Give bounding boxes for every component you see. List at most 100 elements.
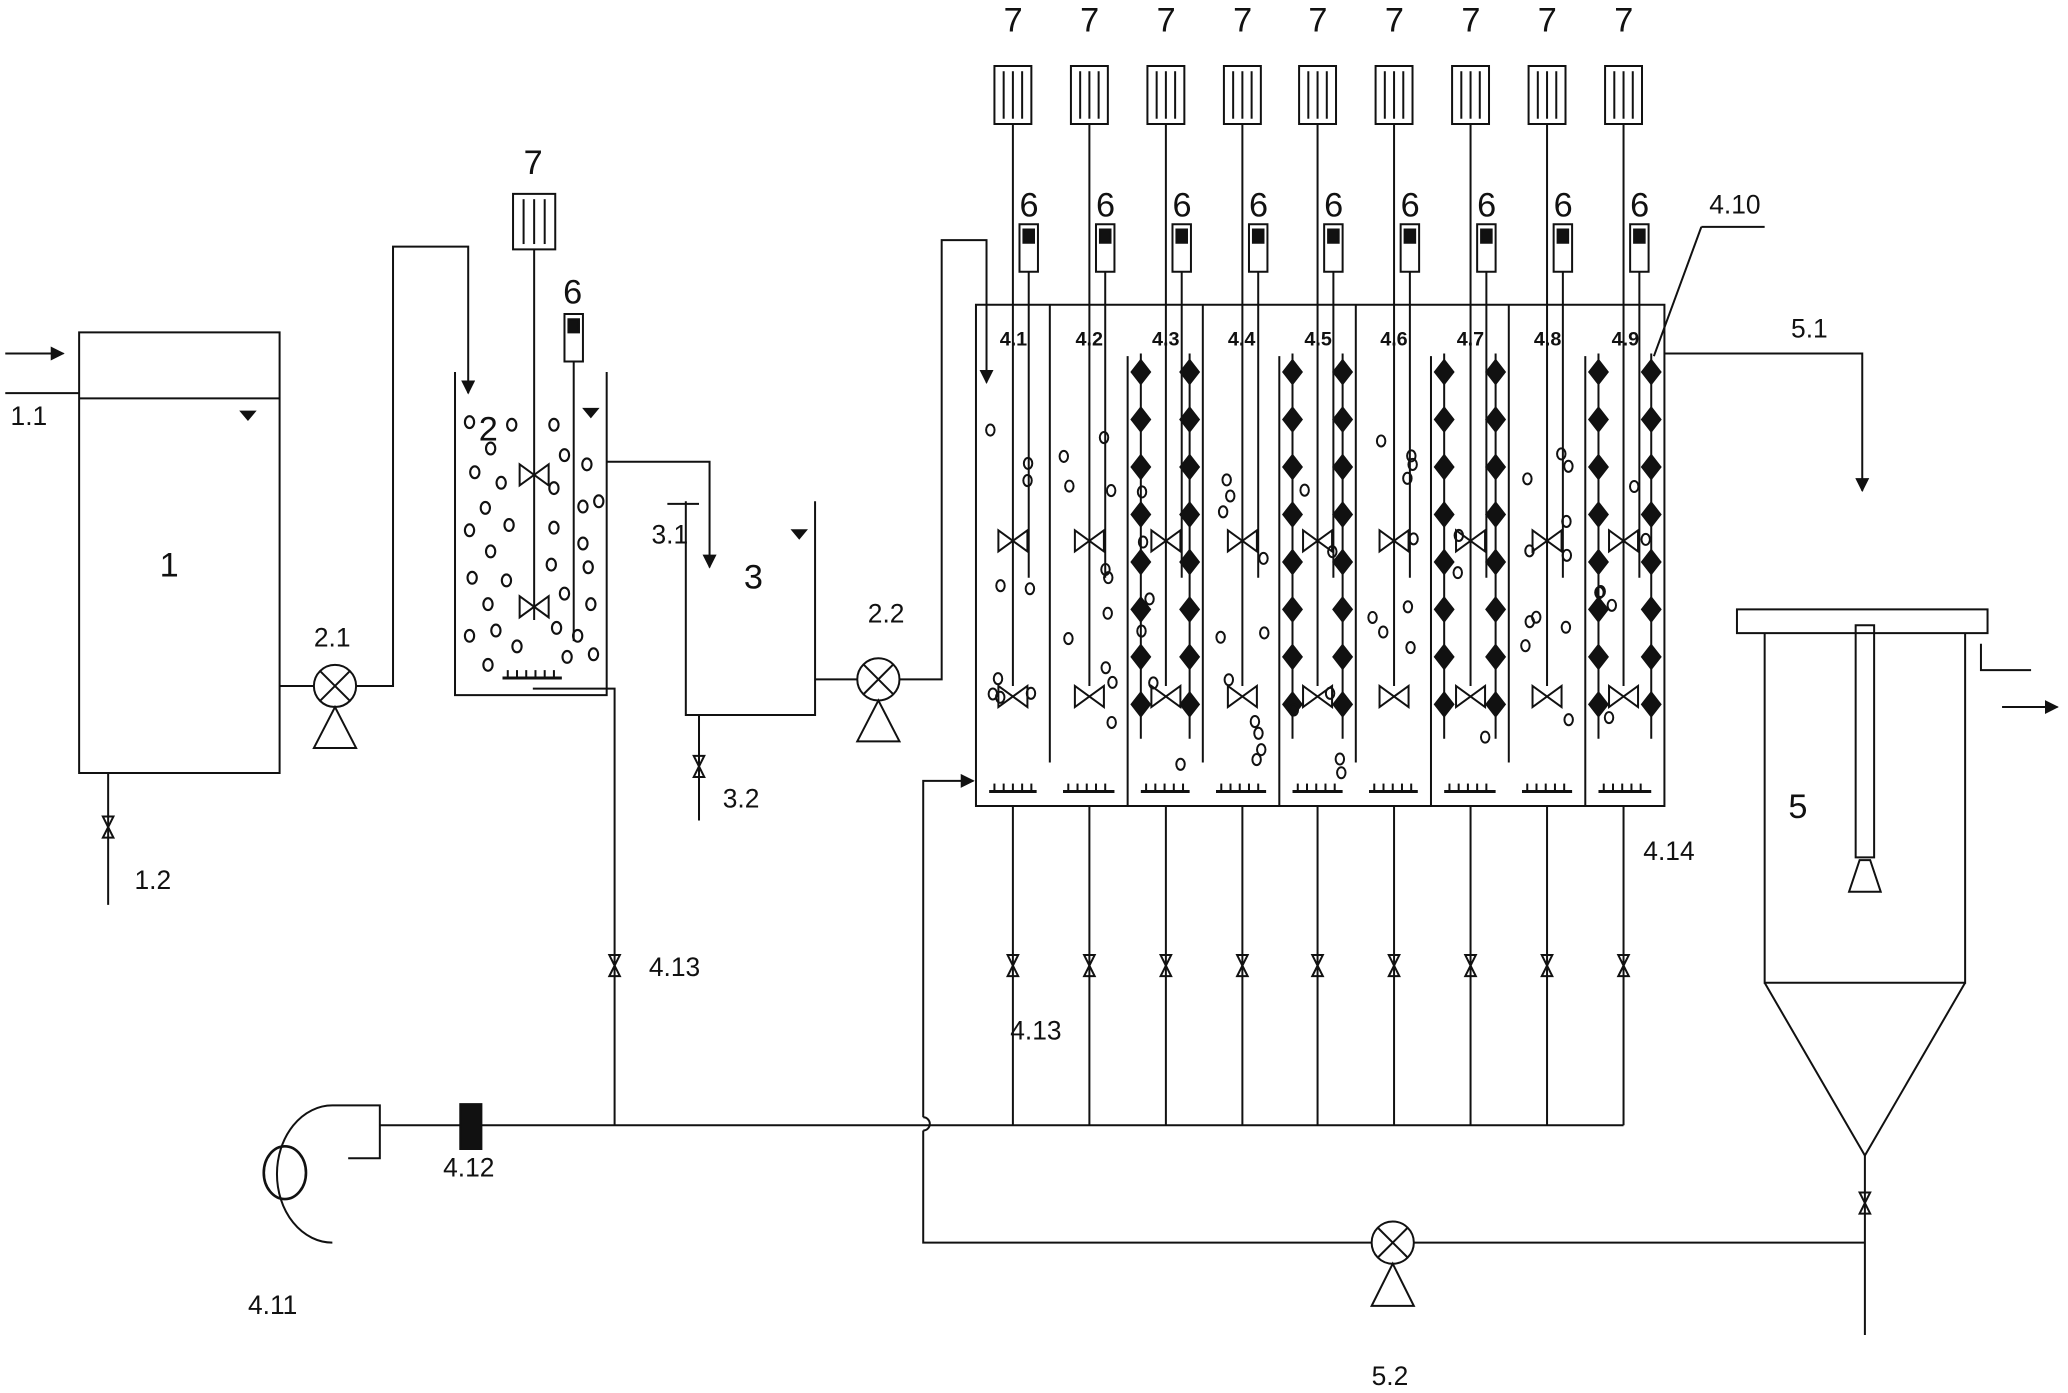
water-level-icon: [241, 412, 254, 420]
label-inlet-1-1: 1.1: [11, 401, 48, 431]
label-pump-5-2: 5.2: [1372, 1361, 1409, 1391]
impeller-icon: [1075, 530, 1104, 551]
probe-label: 6: [1019, 186, 1038, 224]
impeller-icon: [520, 464, 549, 617]
aerator-icon: [1141, 784, 1190, 792]
label-4-14: 4.14: [1643, 836, 1694, 866]
pipe-crossover: [923, 1117, 930, 1130]
motor-7-icon: [1529, 66, 1566, 124]
label-pump-2-2: 2.2: [868, 599, 905, 629]
motor-7-icon: [1299, 66, 1336, 124]
carrier-media-string: [1333, 354, 1351, 739]
blower-4-11-icon: [262, 1105, 380, 1242]
label-tank-2: 2: [479, 411, 498, 449]
sludge-valve: [1860, 1192, 1871, 1213]
pump-2-2-icon: [857, 658, 899, 741]
multi-compartment-reactor: [976, 305, 1664, 806]
label-pump-2-1: 2.1: [314, 622, 351, 652]
label-inlet-3-1: 3.1: [652, 519, 689, 549]
label-tank-1: 1: [160, 546, 179, 584]
pipe-pump22-reactor: [899, 240, 996, 679]
label-drain-1-2: 1.2: [135, 865, 172, 895]
probe-6-icon: [1249, 224, 1267, 578]
bubbles: [1452, 528, 1491, 744]
air-valve-icon: [1084, 955, 1095, 976]
recycle-pipe-left: [923, 1130, 1371, 1242]
impeller-icon: [1151, 686, 1180, 707]
drain-valve-3-2: [694, 756, 705, 777]
bubbles: [1367, 434, 1419, 655]
label-valve-4-13-left: 4.13: [649, 952, 700, 982]
aerator-icon: [1369, 784, 1418, 792]
bubbles-tank2: [463, 415, 605, 672]
aerator-icon: [1598, 784, 1651, 792]
label-blower-4-11: 4.11: [248, 1290, 297, 1320]
bubbles: [1058, 431, 1118, 730]
aerator-icon: [1444, 784, 1495, 792]
motor-7-icon: [994, 66, 1031, 124]
impeller-icon: [1228, 530, 1257, 551]
motor-label: 7: [1614, 2, 1633, 40]
motor-7-icon: [1224, 66, 1261, 124]
carrier-media-string: [1180, 354, 1198, 739]
compartment-label: 4.6: [1380, 329, 1407, 351]
air-valve-icon: [1312, 955, 1323, 976]
aerator-icon: [989, 784, 1036, 792]
pump-5-2-icon: [1372, 1222, 1414, 1306]
probe-6-icon: [1401, 224, 1419, 578]
motor-label: 7: [1385, 2, 1404, 40]
pipe-tank2-tank3: [607, 462, 719, 570]
motor-7-icon: [1452, 66, 1489, 124]
probe-6-icon: [1630, 224, 1648, 578]
probe-6-icon: [1172, 224, 1190, 578]
probe-label: 6: [1172, 186, 1191, 224]
motor-7-icon: [1605, 66, 1642, 124]
motor-7-icon: [1147, 66, 1184, 124]
pump-2-1-icon: [314, 665, 356, 748]
carrier-media-string: [1435, 354, 1453, 739]
probe-6-icon: [1554, 224, 1572, 578]
motor-7-tank2-icon: [513, 194, 555, 249]
compartment-label: 4.5: [1304, 329, 1331, 351]
aerator-icon: [1216, 784, 1266, 792]
recycle-pipe-up: [923, 771, 976, 1117]
pipe-5-1-reactor-clarifier: [1664, 354, 1872, 493]
bubbles: [1594, 479, 1651, 725]
label-probe-6-tank2: 6: [563, 273, 582, 311]
water-level-icon: [793, 530, 806, 538]
bubbles: [1215, 473, 1270, 767]
probe-6-icon: [1324, 224, 1342, 578]
motor-label: 7: [1308, 2, 1327, 40]
impeller-icon: [1303, 530, 1332, 551]
carrier-media-string: [1283, 354, 1301, 739]
motor-label: 7: [1157, 2, 1176, 40]
impeller-icon: [1303, 686, 1332, 707]
impeller-icon: [1609, 686, 1638, 707]
compartment-label: 4.8: [1534, 329, 1561, 351]
motor-7-icon: [1376, 66, 1413, 124]
diagram-labels: 1.1 1 1.2 2.1 2 7 6 3.1 3 3.2 2.2 4.13 4…: [11, 144, 1828, 1391]
probe-label: 6: [1249, 186, 1268, 224]
aerator-icon: [1063, 784, 1114, 792]
impeller-icon: [1228, 686, 1257, 707]
bubbles: [1136, 485, 1186, 771]
impeller-icon: [1380, 530, 1409, 551]
impeller-icon: [1533, 686, 1562, 707]
stirred-tank-2: [455, 372, 607, 695]
impeller-icon: [1609, 530, 1638, 551]
air-valve-icon: [1542, 955, 1553, 976]
aerator-tank2-icon: [502, 670, 561, 678]
probe-label: 6: [1324, 186, 1343, 224]
probe-6-icon: [1019, 224, 1037, 578]
motor-label: 7: [1233, 2, 1252, 40]
bubbles: [1520, 447, 1574, 727]
impeller-icon: [1380, 686, 1409, 707]
aerator-icon: [1522, 784, 1572, 792]
intermediate-tank-3: [686, 501, 815, 715]
air-valve-icon: [1618, 955, 1629, 976]
label-flowmeter-4-12: 4.12: [443, 1153, 494, 1183]
inlet-arrow: [5, 344, 79, 394]
air-valve-4-13-left: [609, 955, 620, 976]
compartment-label: 4.1: [1000, 329, 1027, 351]
